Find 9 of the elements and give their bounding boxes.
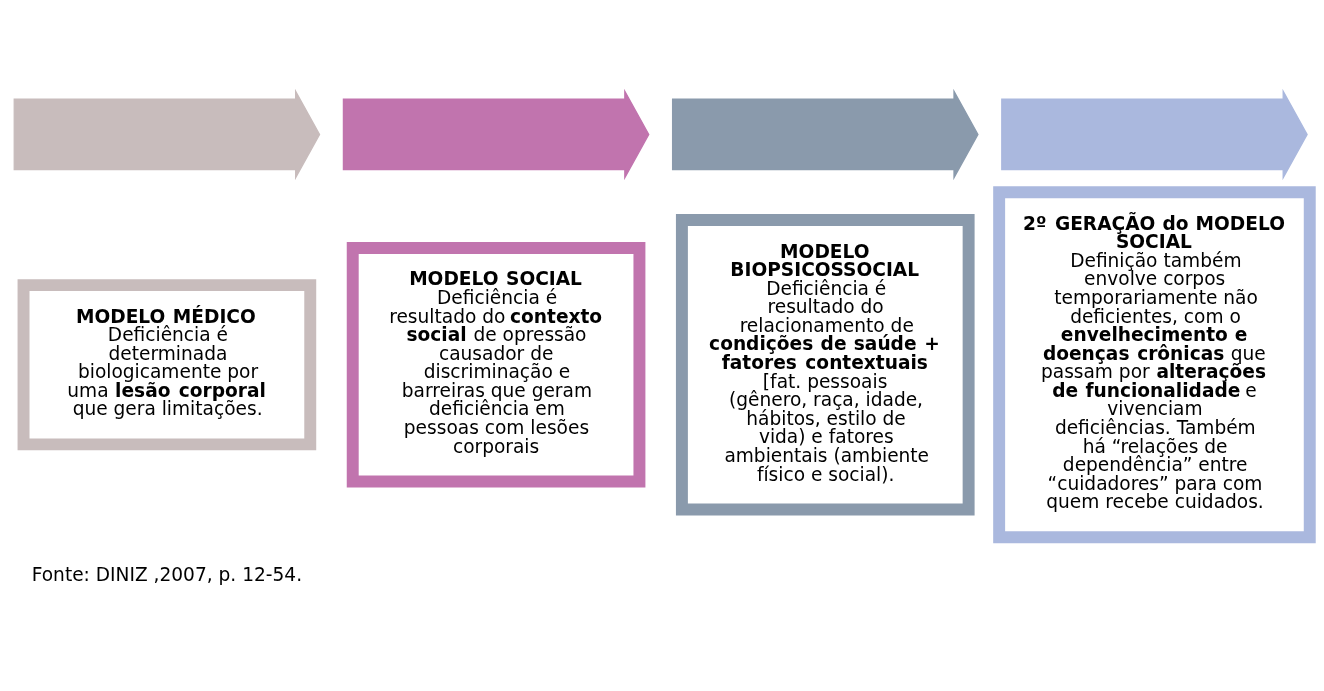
node-arrow [342, 88, 650, 181]
node-arrow [1001, 88, 1308, 181]
node-box: MODELO SOCIAL Deficiência é resultado do contexto social de opressão causador de discriminação e barreiras que geram deficiência em pessoas com lesões corporais [346, 241, 646, 488]
node-box: MODELO BIOPSICOSSOCIAL Deficiência é resultado do relacionamento de condições de saúde + fatores contextuais [fat. pessoais (gênero, raça, idade, hábitos, estilo de vida) e fatores ambientais (ambiente físico e social). [675, 214, 975, 516]
label: Fonte: DINIZ ,2007, p. 12-54. [31, 563, 303, 585]
node-arrow [13, 88, 321, 181]
node-box: 2º GERAÇÃO do MODELO SOCIAL Definição também envolve corpos temporariamente não deficientes, com o envelhecimento e doenças crônicas que passam por alterações de funcionalidade e vivenciam deficiências. Também há “relações de dependência” entre “cuidadores” para com quem recebe cuidados. [993, 186, 1316, 544]
node-box: MODELO MÉDICO Deficiência é determinada biologicamente por uma lesão corporal que gera limitações. [17, 279, 317, 451]
node-arrow [671, 88, 979, 181]
